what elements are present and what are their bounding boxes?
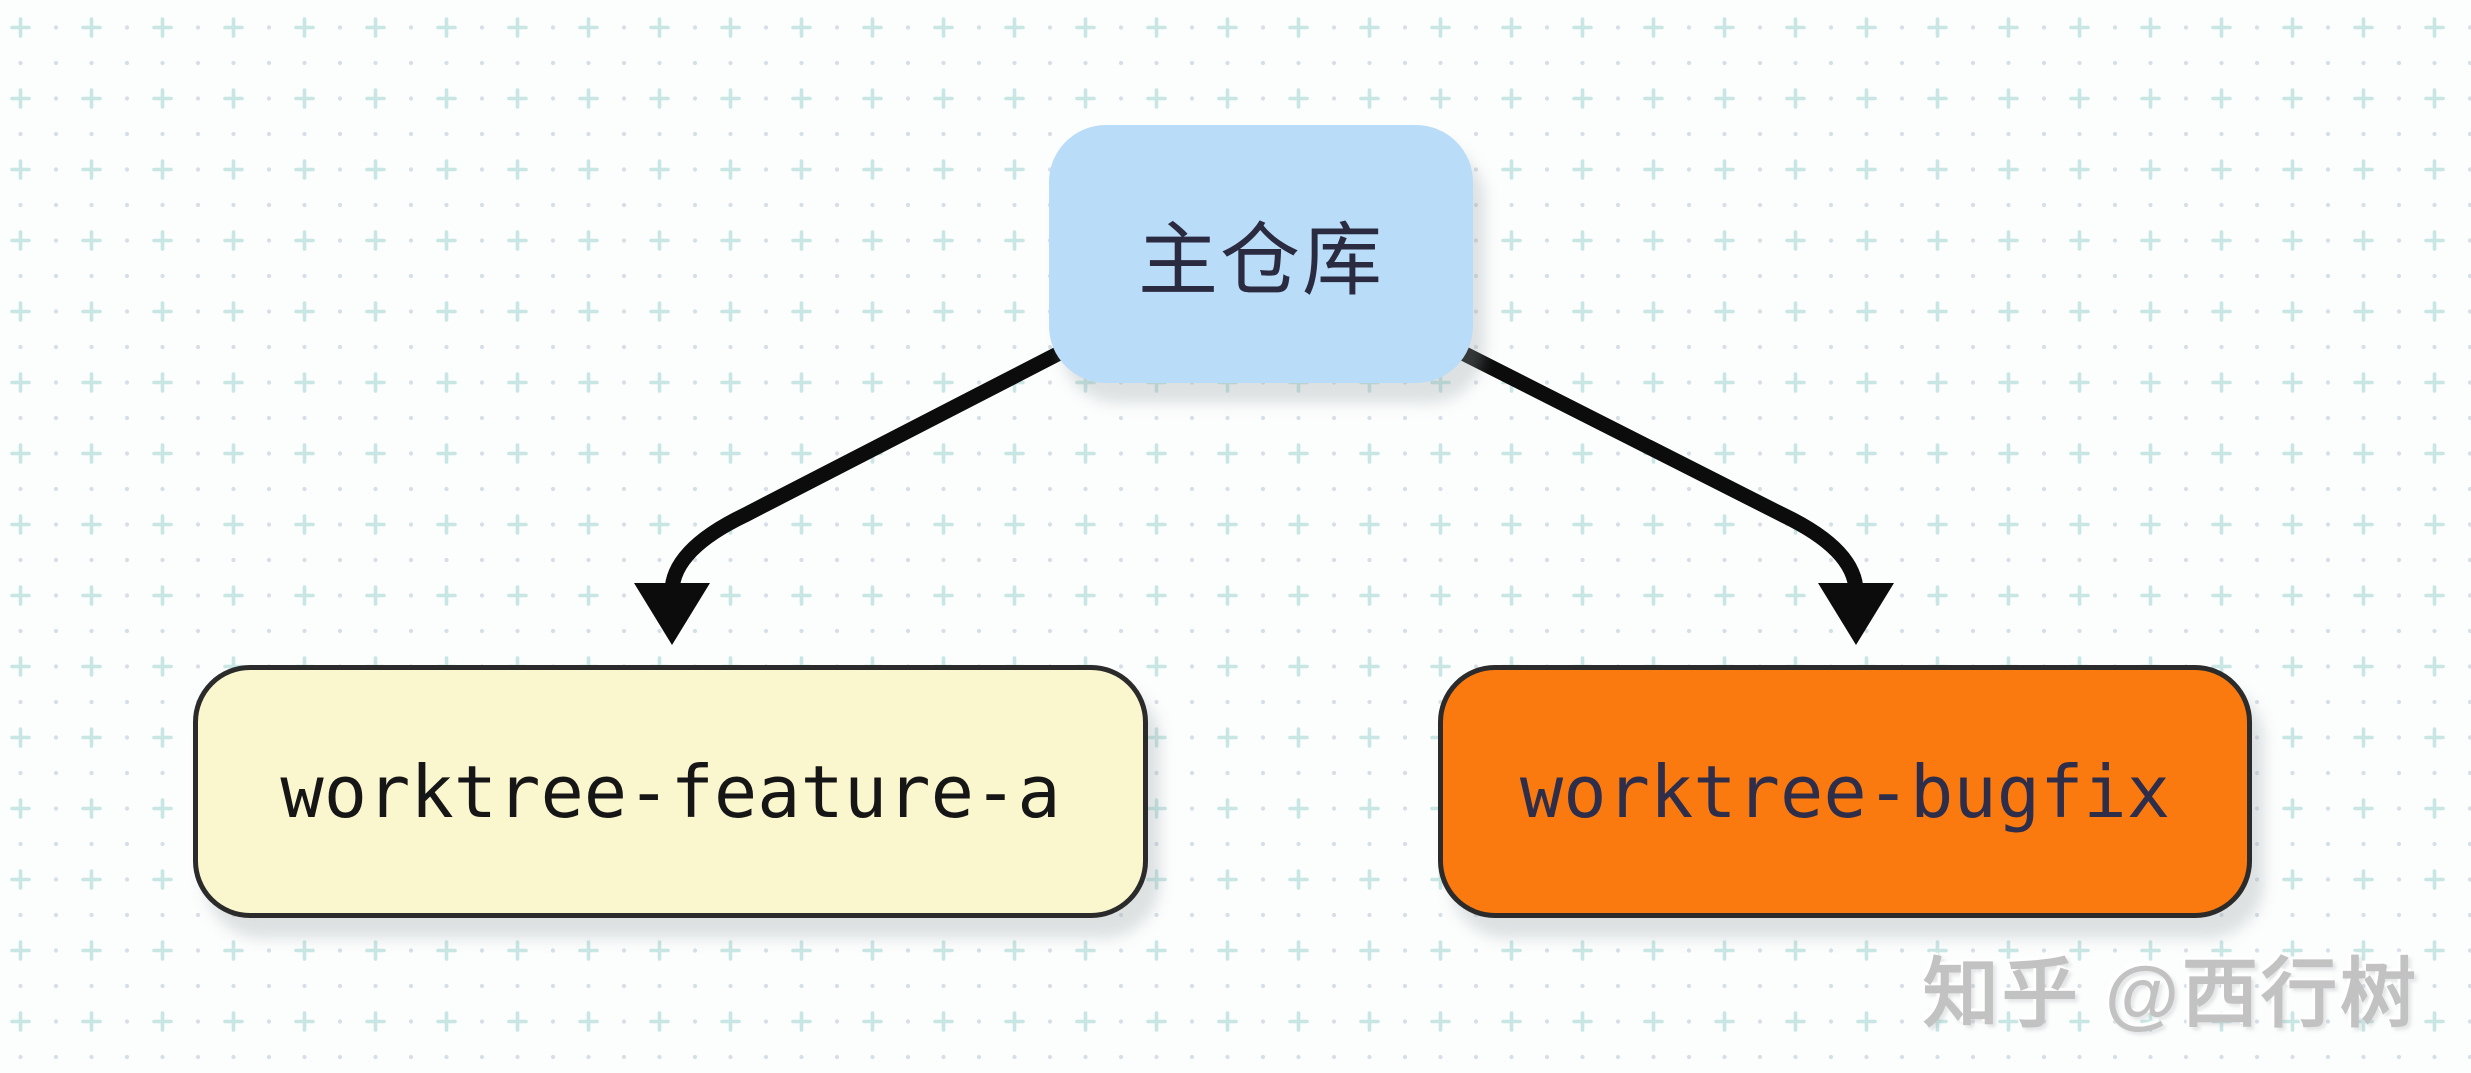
node-main-repo: 主仓库 (1049, 125, 1473, 383)
arrowhead-down-icon (634, 583, 710, 645)
node-worktree-feature-a: worktree-feature-a (193, 665, 1148, 918)
watermark: 知乎 @西行树 (1922, 952, 2419, 1037)
node-main-repo-label: 主仓库 (1138, 216, 1384, 305)
node-worktree-feature-a-label: worktree-feature-a (280, 749, 1061, 834)
arrowhead-down-icon (1818, 583, 1894, 645)
node-worktree-bugfix-label: worktree-bugfix (1519, 749, 2171, 834)
edge-line-right (1443, 338, 1864, 593)
edge-line-left (664, 338, 1079, 593)
edge-main-to-feature (634, 338, 1079, 645)
node-worktree-bugfix: worktree-bugfix (1438, 665, 2252, 918)
edge-main-to-bugfix (1443, 338, 1894, 645)
